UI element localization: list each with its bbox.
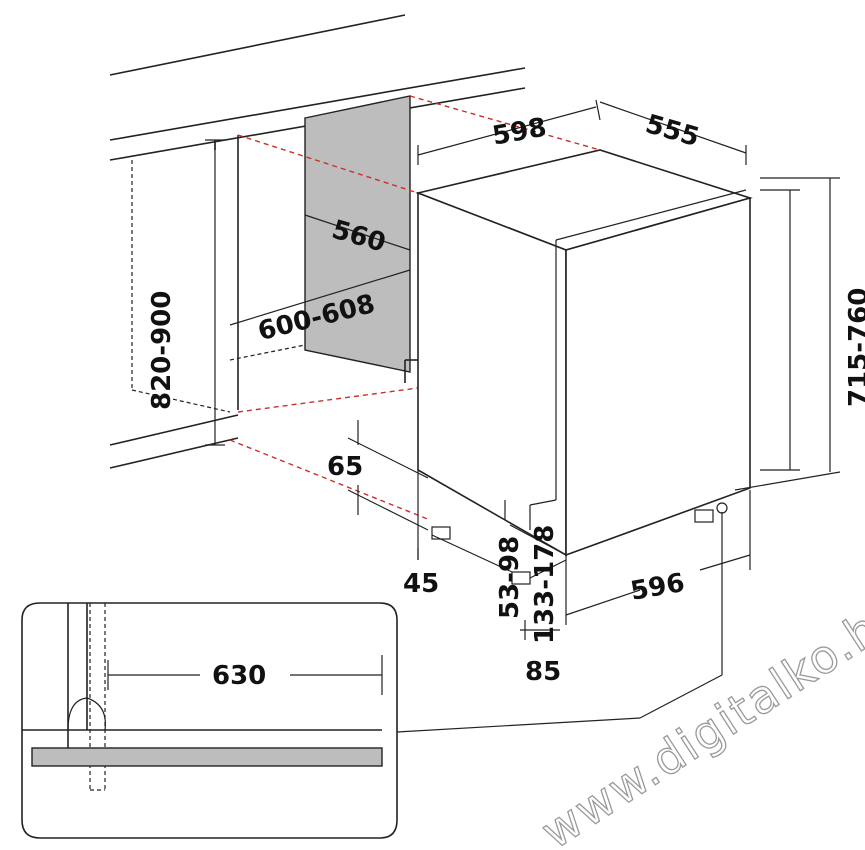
dim-715-760: 715-760: [844, 288, 865, 407]
dim-85: 85: [525, 657, 561, 687]
left-cabinet: [109, 135, 306, 469]
dim-65: 65: [327, 452, 363, 482]
dim-133-178: 133-178: [530, 525, 560, 644]
dim-45: 45: [403, 569, 439, 599]
door-swing-detail: 630: [21, 602, 398, 839]
hidden-edges: [229, 95, 601, 521]
door-panel: [31, 747, 383, 767]
dim-555: 555: [642, 109, 702, 153]
dim-niche-height: 820-900: [147, 291, 177, 410]
niche-back-panel: [304, 95, 418, 383]
dimension-lines: [205, 99, 841, 733]
dim-630: 630: [212, 661, 266, 691]
dishwasher-body: [415, 149, 753, 585]
dim-596: 596: [628, 568, 687, 607]
dim-53-98: 53-98: [495, 536, 525, 619]
dim-598: 598: [490, 113, 549, 152]
watermark: www.digitalko.hu: [532, 583, 865, 850]
